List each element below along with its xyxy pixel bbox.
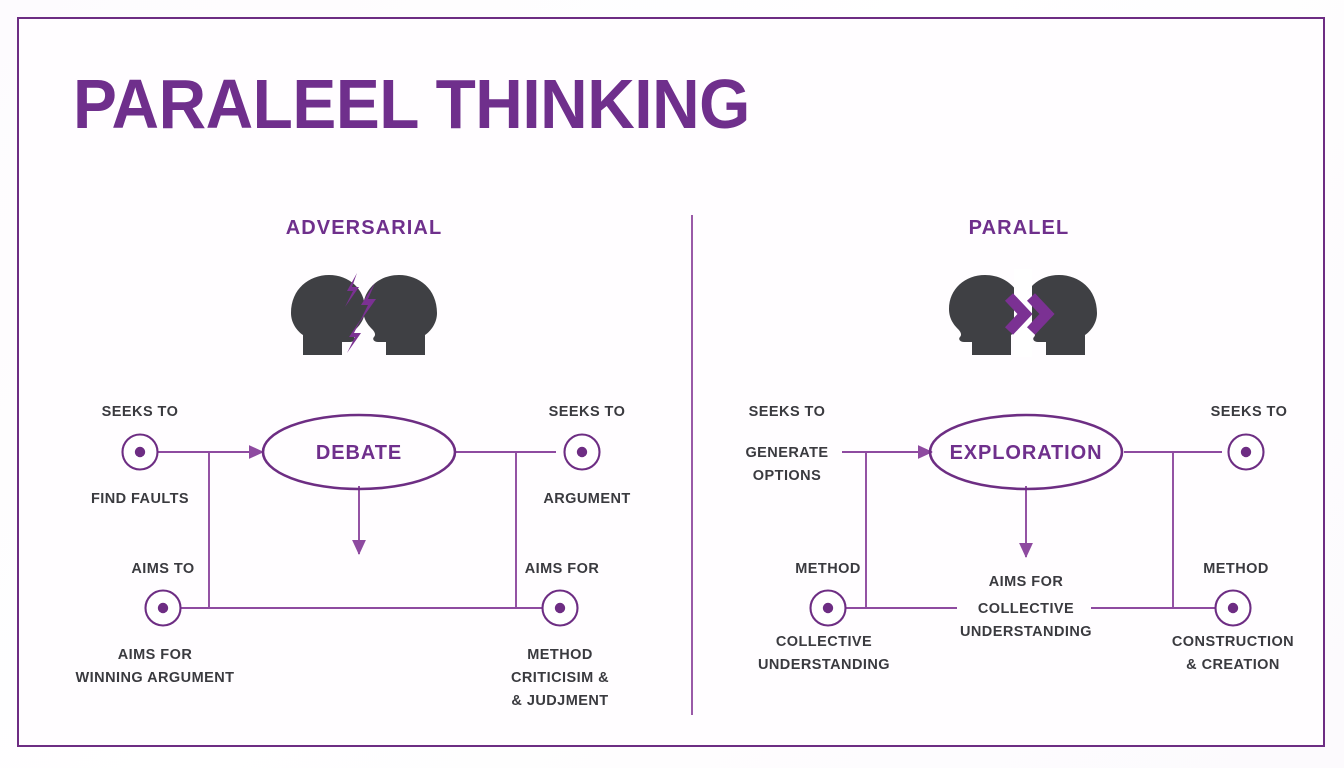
- node-collective-understanding-dot: [822, 602, 834, 614]
- label-options: OPTIONS: [753, 468, 821, 484]
- label-understanding: UNDERSTANDING: [758, 657, 890, 673]
- label-criticisim: CRITICISIM &: [511, 670, 609, 686]
- debate-ellipse: [261, 413, 457, 491]
- label-method: METHOD: [527, 647, 593, 663]
- diagram-paralel: EXPLORATION SEEKS TO GENERATE OPTIONS SE…: [745, 404, 1294, 673]
- label-winning-argument: WINNING ARGUMENT: [76, 670, 235, 686]
- label-find-faults: FIND FAULTS: [91, 491, 189, 507]
- label-understanding-center: UNDERSTANDING: [960, 624, 1092, 640]
- node-method-criticism-dot: [554, 602, 566, 614]
- label-argument: ARGUMENT: [543, 491, 630, 507]
- label-construction: CONSTRUCTION: [1172, 634, 1294, 650]
- panel-divider: [691, 215, 693, 715]
- label-aims-to: AIMS TO: [131, 561, 194, 577]
- label-seeks-to-right-panel: SEEKS TO: [749, 404, 826, 420]
- label-seeks-to-right: SEEKS TO: [549, 404, 626, 420]
- panel-heading-adversarial: ADVERSARIAL: [285, 217, 443, 239]
- diagram-adversarial: DEBATE SEEKS TO FIND FAULTS SEEKS TO ARG…: [76, 404, 631, 709]
- label-collective-center: COLLECTIVE: [978, 601, 1074, 617]
- label-aims-for-right: AIMS FOR: [525, 561, 600, 577]
- label-seeks-to-left: SEEKS TO: [102, 404, 179, 420]
- label-aims-for-center: AIMS FOR: [989, 574, 1064, 590]
- node-seeks-to-right-panel-dot: [1240, 446, 1252, 458]
- exploration-ellipse: [928, 413, 1124, 491]
- label-method-left: METHOD: [795, 561, 861, 577]
- poster-frame: PARALEEL THINKING ADVERSARIAL PARALEL: [17, 17, 1325, 747]
- label-creation: & CREATION: [1186, 657, 1280, 673]
- exploration-label: EXPLORATION: [950, 442, 1103, 464]
- label-seeks-to-far-right: SEEKS TO: [1211, 404, 1288, 420]
- label-judjment: & JUDJMENT: [511, 693, 608, 709]
- label-collective: COLLECTIVE: [776, 634, 872, 650]
- two-heads-arguing-icon: [281, 269, 447, 357]
- two-heads-aligned-icon: [939, 269, 1105, 357]
- label-generate: GENERATE: [745, 445, 828, 461]
- debate-label: DEBATE: [316, 442, 402, 464]
- page-title: PARALEEL THINKING: [73, 65, 750, 143]
- label-aims-for: AIMS FOR: [118, 647, 193, 663]
- node-argument-dot: [576, 446, 588, 458]
- panel-heading-paralel: PARALEL: [968, 217, 1070, 239]
- node-construction-creation-dot: [1227, 602, 1239, 614]
- node-find-faults-dot: [134, 446, 146, 458]
- node-winning-argument-dot: [157, 602, 169, 614]
- label-method-right: METHOD: [1203, 561, 1269, 577]
